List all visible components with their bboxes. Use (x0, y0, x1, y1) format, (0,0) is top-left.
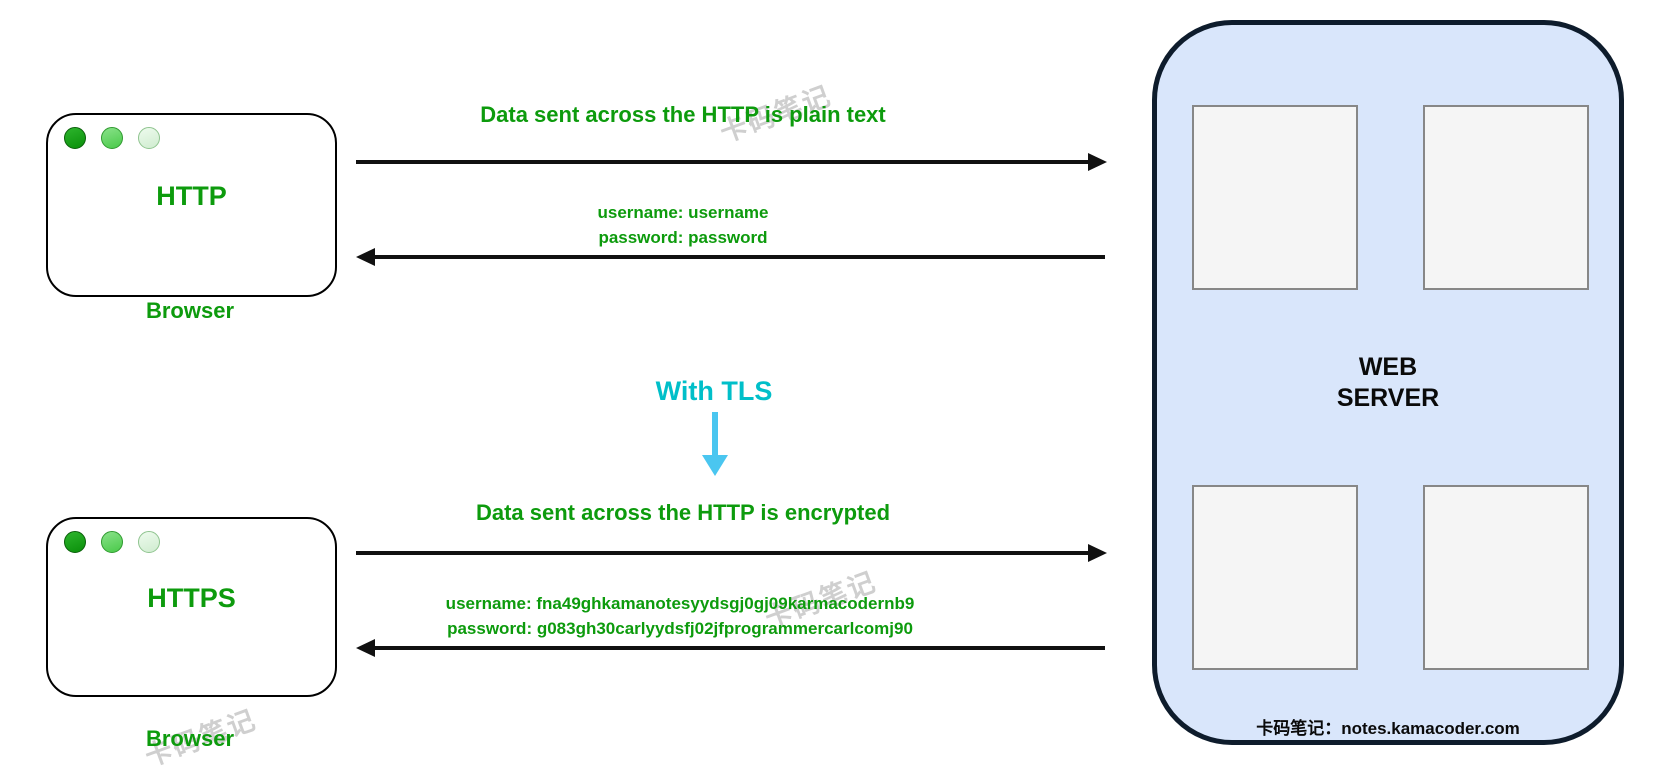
request-arrow-http (356, 160, 1090, 164)
server-title-line1: WEB (1358, 353, 1418, 381)
http-label: HTTP (156, 181, 227, 211)
window-dot-dark-green (64, 531, 86, 553)
arrow-right-icon (1088, 153, 1107, 171)
server-title: WEB SERVER (1337, 352, 1439, 414)
window-dot-dark-green (64, 127, 86, 149)
window-buttons (64, 531, 160, 553)
plain-password: password: password (598, 228, 768, 247)
arrow-left-icon (356, 248, 375, 266)
https-label: HTTPS (147, 583, 236, 613)
server-unit (1192, 485, 1358, 670)
server-unit (1423, 105, 1589, 290)
with-tls-label: With TLS (655, 376, 773, 406)
server-unit (1423, 485, 1589, 670)
tls-down-arrow (712, 412, 718, 456)
arrow-right-icon (1088, 544, 1107, 562)
window-dot-light-green (138, 127, 160, 149)
window-buttons (64, 127, 160, 149)
window-dot-green (101, 531, 123, 553)
arrow-down-icon (702, 455, 728, 476)
response-arrow-https (374, 646, 1105, 650)
request-arrow-https (356, 551, 1090, 555)
response-arrow-http (374, 255, 1105, 259)
arrow-left-icon (356, 639, 375, 657)
server-unit (1192, 105, 1358, 290)
http-browser-caption: Browser (145, 298, 235, 323)
encrypted-password: password: g083gh30carlyydsfj02jfprogramm… (447, 619, 913, 638)
encrypted-title: Data sent across the HTTP is encrypted (475, 500, 891, 525)
encrypted-username: username: fna49ghkamanotesyydsgj0gj09kar… (445, 594, 915, 613)
encrypted-credentials: username: fna49ghkamanotesyydsgj0gj09kar… (446, 591, 915, 641)
server-title-line2: SERVER (1336, 384, 1440, 412)
server-caption: 卡码笔记：notes.kamacoder.com (1256, 719, 1520, 738)
window-dot-light-green (138, 531, 160, 553)
plain-username: username: username (597, 203, 769, 222)
https-browser-window: HTTPS (46, 517, 337, 697)
plain-text-title: Data sent across the HTTP is plain text (480, 102, 886, 127)
plain-credentials: username: username password: password (597, 200, 768, 250)
http-browser-window: HTTP (46, 113, 337, 297)
https-browser-caption: Browser (145, 726, 235, 751)
window-dot-green (101, 127, 123, 149)
